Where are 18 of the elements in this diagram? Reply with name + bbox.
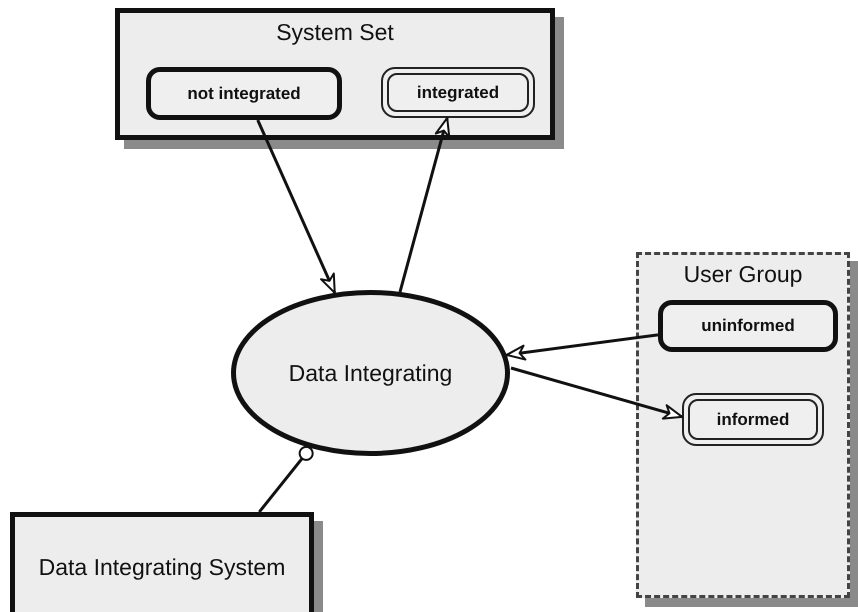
- node-label: integrated: [416, 82, 500, 102]
- final-state-box: [682, 393, 824, 446]
- state-box: [658, 300, 838, 352]
- state-box: [146, 67, 342, 120]
- instrument-link: [258, 446, 314, 513]
- node-label: not integrated: [187, 84, 301, 104]
- arrow: [398, 117, 450, 292]
- arrow: [506, 333, 658, 360]
- node-label: Data Integrating: [288, 360, 452, 386]
- node-label: informed: [716, 410, 790, 430]
- node-label: Data Integrating System: [38, 554, 286, 580]
- node-label: System Set: [276, 19, 394, 46]
- arrow: [256, 119, 336, 294]
- final-state-box: [381, 67, 535, 118]
- arrow: [510, 366, 683, 420]
- process-ellipse: [231, 290, 510, 456]
- node-label: User Group: [684, 261, 802, 288]
- node-label: uninformed: [701, 316, 795, 336]
